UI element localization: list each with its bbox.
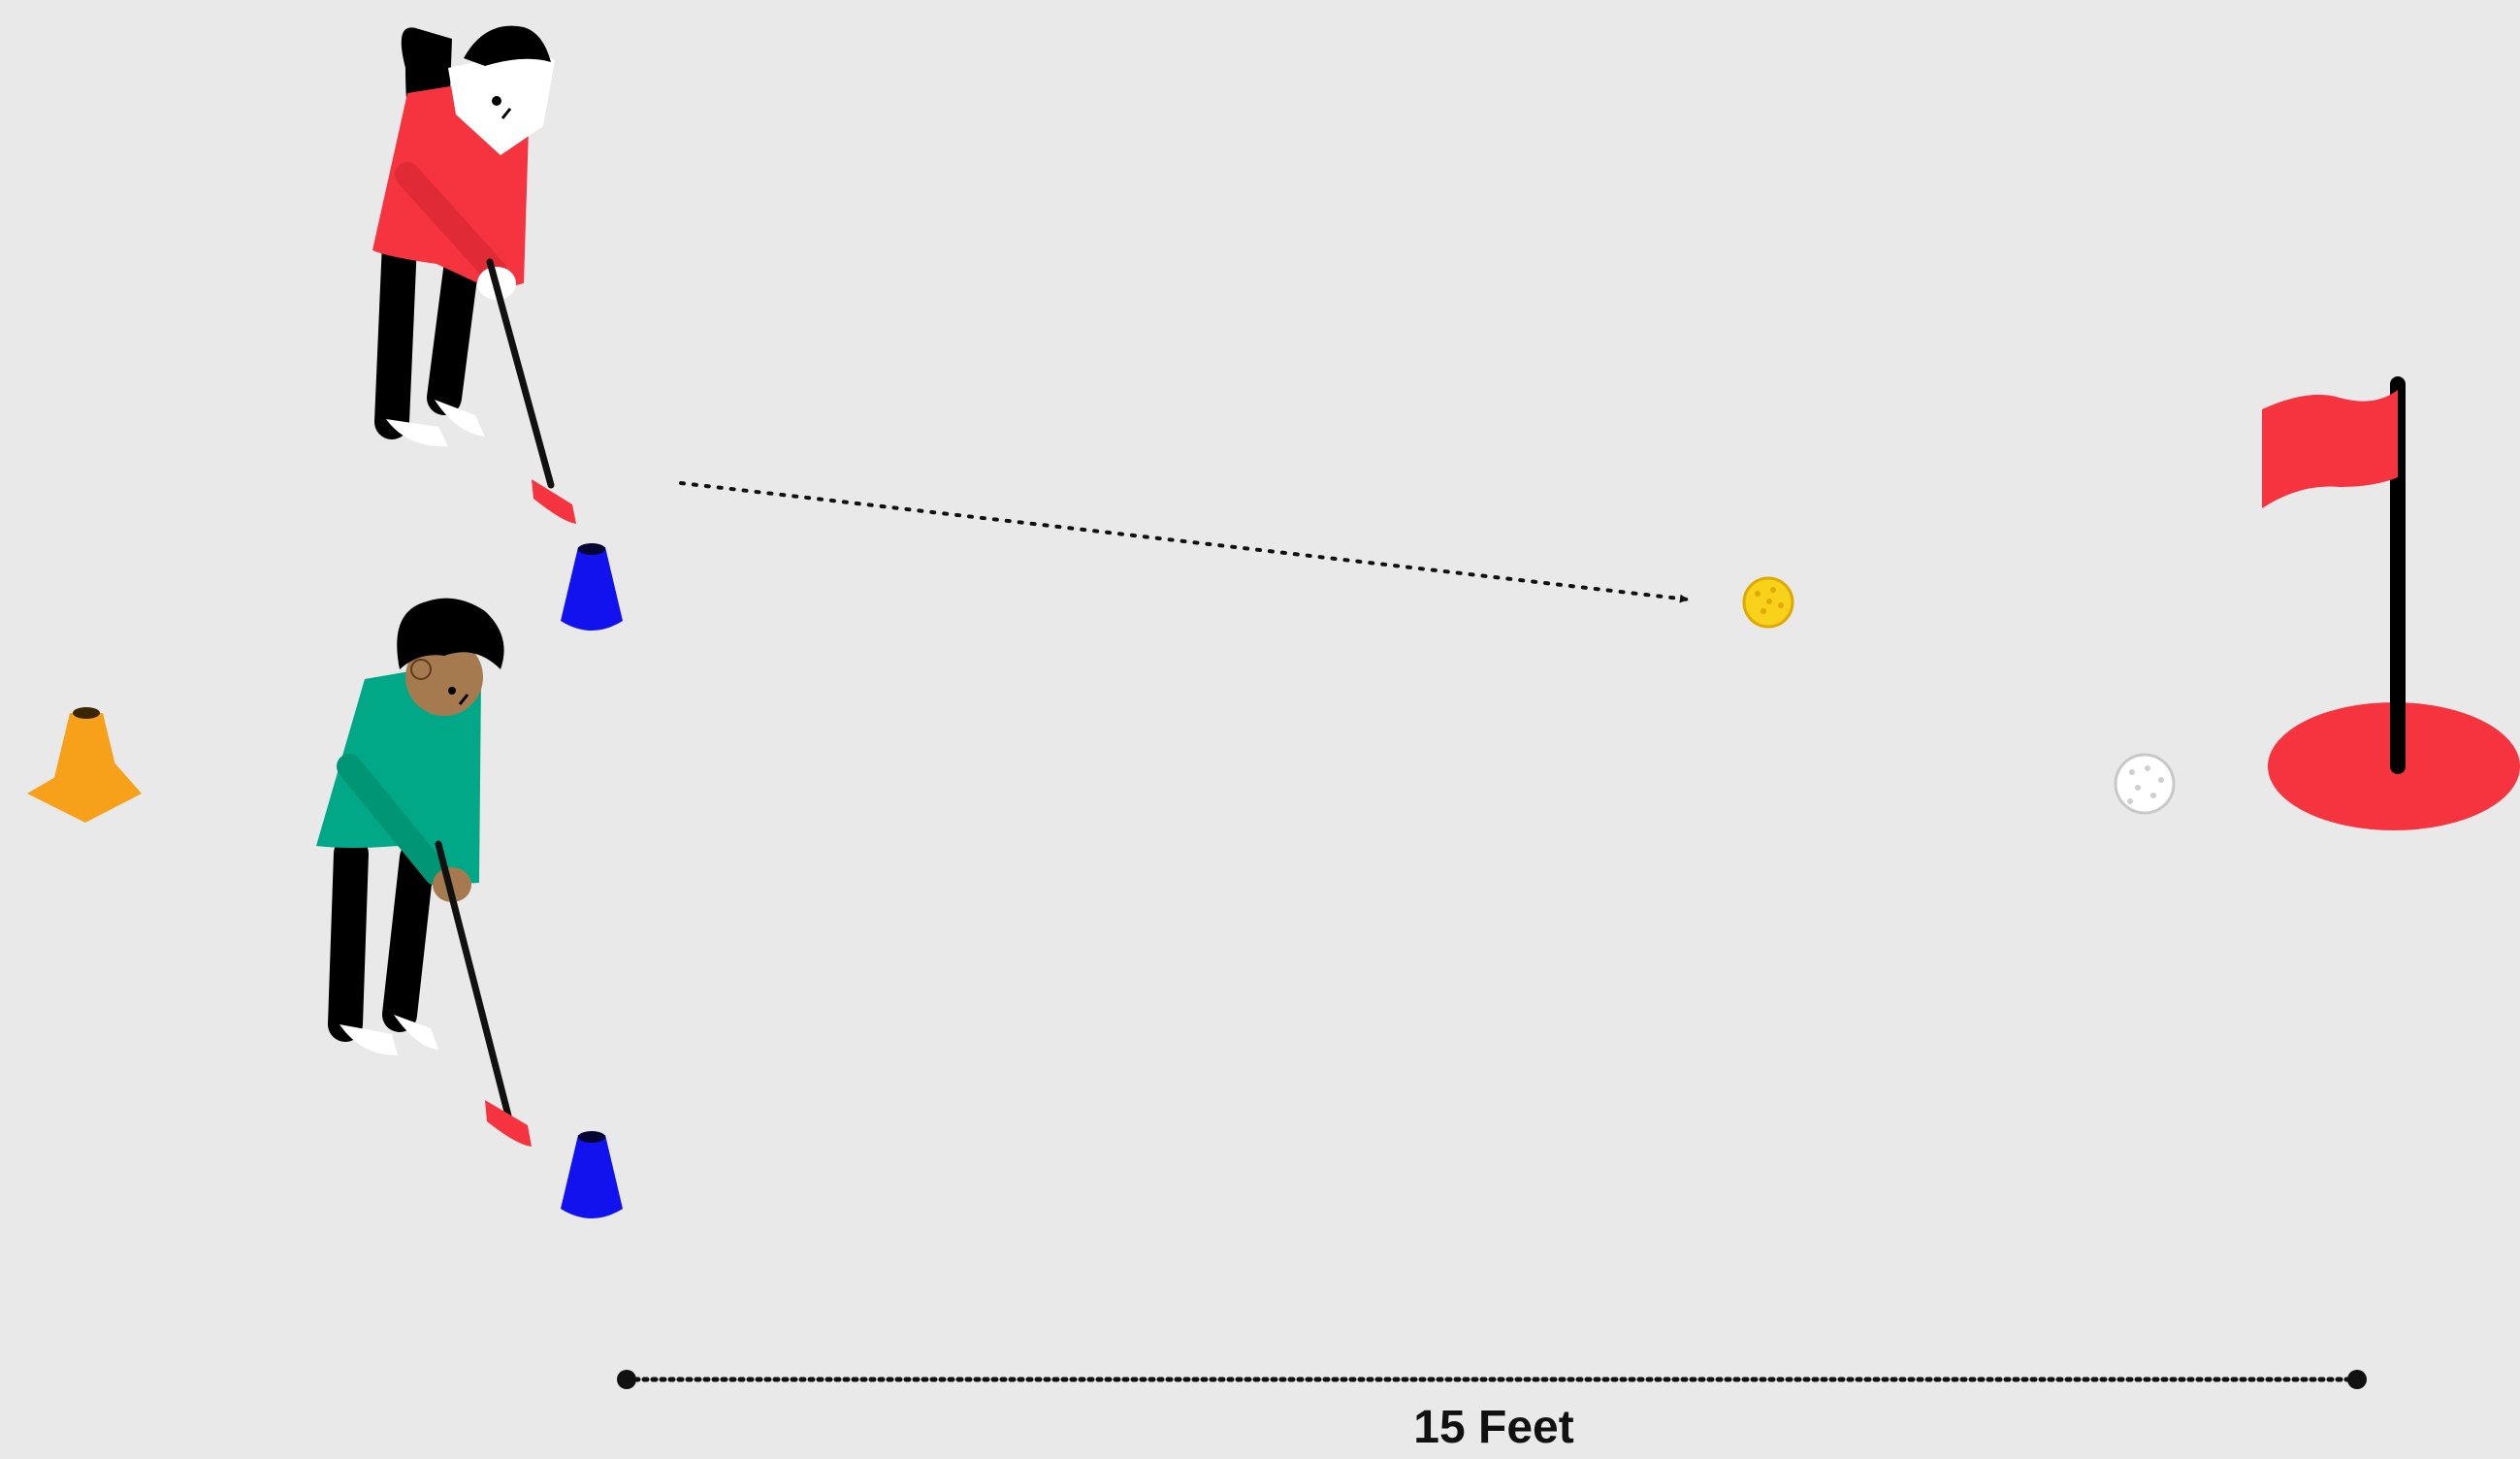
player-red-shirt	[372, 25, 576, 524]
distance-end-point	[2347, 1370, 2367, 1389]
putt-direction-arrow	[679, 481, 1690, 603]
yellow-ball	[1742, 576, 1794, 629]
player-green-shirt	[316, 598, 532, 1147]
orange-cone	[27, 707, 142, 823]
distance-line	[617, 1370, 2367, 1389]
blue-cone-bottom	[561, 1131, 623, 1218]
flag-icon	[2262, 390, 2398, 508]
flag-and-hole	[2262, 376, 2520, 830]
white-golf-ball	[2114, 753, 2176, 815]
blue-cone-top	[561, 543, 623, 631]
distance-label: 15 Feet	[1413, 1402, 1574, 1453]
distance-start-point	[617, 1370, 636, 1389]
